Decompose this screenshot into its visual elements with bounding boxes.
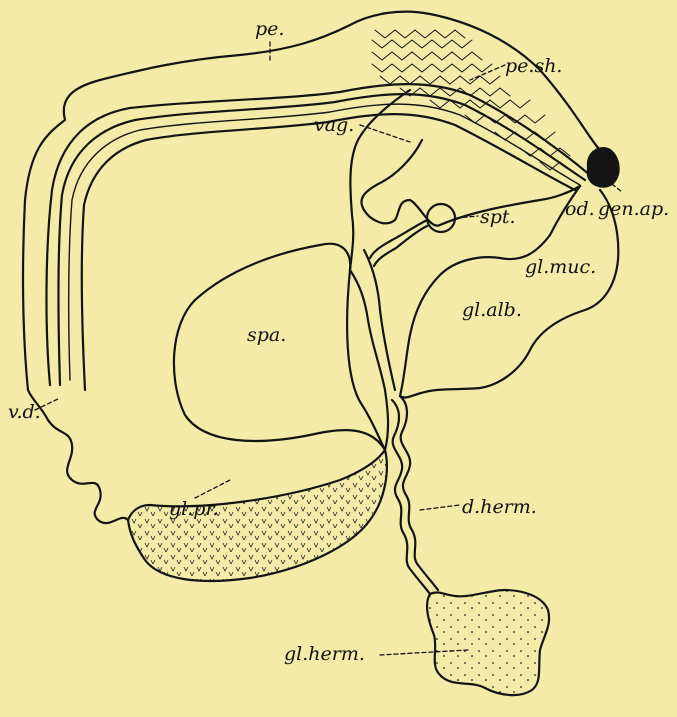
spermatheca	[427, 204, 455, 232]
prostate-gland	[128, 450, 387, 581]
leader-gen-ap	[612, 184, 622, 192]
label-od: od.	[565, 200, 595, 219]
penis-canal-3	[69, 104, 580, 380]
label-v-d: v.d.	[8, 403, 41, 422]
vagina-inner	[361, 140, 422, 210]
vas-deferens	[48, 420, 128, 523]
leader-vag	[360, 125, 410, 142]
label-spa: spa.	[247, 326, 286, 345]
label-pe: pe.	[255, 20, 284, 39]
penis-canal-2	[58, 94, 585, 385]
genital-aperture	[588, 148, 619, 187]
label-spt: spt.	[480, 208, 516, 227]
label-vag: vag.	[314, 116, 354, 135]
label-d-herm: d.herm.	[462, 498, 537, 517]
hermaphrodite-duct-2	[392, 400, 430, 594]
leader-glpr	[195, 480, 230, 498]
spermatheca-duct	[370, 220, 427, 258]
label-pe-sh: pe.sh.	[505, 57, 562, 76]
leader-dherm	[420, 505, 460, 510]
sac-separator	[350, 270, 388, 450]
label-gl-herm: gl.herm.	[284, 645, 365, 664]
penis-canal-4	[82, 114, 575, 390]
albumen-gland	[364, 186, 580, 226]
label-gl-muc: gl.muc.	[525, 258, 596, 277]
label-gl-alb: gl.alb.	[462, 301, 522, 320]
label-gen-ap: gen.ap.	[598, 200, 669, 219]
hermaphrodite-gland	[427, 590, 549, 695]
label-gl-pr: gl.pr.	[169, 500, 218, 519]
